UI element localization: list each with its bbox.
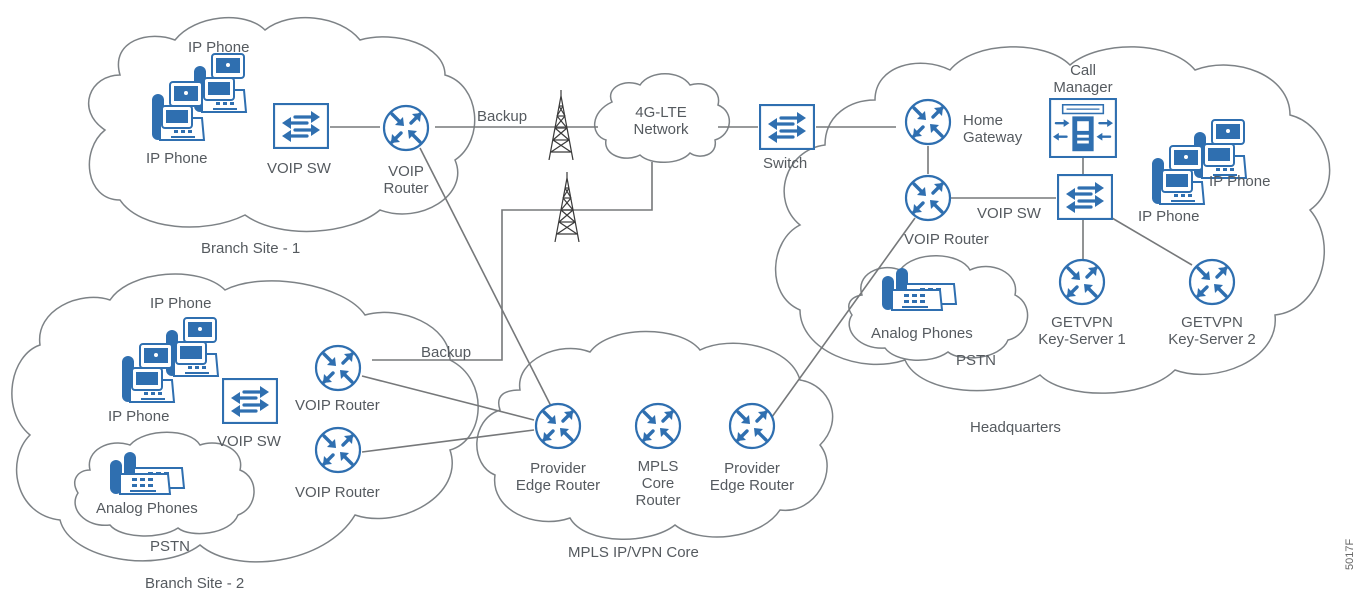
label-line: Core [641, 475, 675, 492]
figure-id: 5017F [1344, 538, 1356, 570]
label-pstn: PSTN [150, 538, 191, 555]
label-line: Provider [530, 460, 586, 477]
label-home-gateway: Home Gateway [963, 112, 1022, 146]
link-b2router2-pe1 [361, 429, 535, 453]
label-line: GETVPN [1051, 314, 1113, 331]
label-ip-phone: IP Phone [1138, 208, 1200, 225]
label-line: Key-Server 1 [1038, 331, 1126, 348]
label-ip-phone: IP Phone [108, 408, 170, 425]
link-lte-b2router-backup [372, 162, 653, 361]
router-icon [1188, 258, 1236, 306]
switch-icon [273, 103, 329, 149]
router-icon [728, 402, 776, 450]
label-line: Key-Server 2 [1168, 331, 1256, 348]
label-call-manager: Call Manager [1046, 62, 1120, 96]
cell-tower-icon [548, 90, 574, 160]
label-line: MPLS [637, 458, 679, 475]
label-line: Call [1070, 62, 1096, 79]
label-voip-router: VOIP Router [370, 163, 442, 197]
label-analog-phones: Analog Phones [871, 325, 973, 342]
label-backup: Backup [421, 344, 472, 361]
label-ip-phone: IP Phone [1209, 173, 1271, 190]
label-line: Manager [1053, 79, 1113, 96]
label-voip-router: VOIP Router [295, 397, 380, 414]
label-getvpn-key-server-1: GETVPN Key-Server 1 [1026, 314, 1138, 348]
link-voipsw-key2 [1111, 217, 1193, 266]
label-switch: Switch [763, 155, 808, 172]
label-voip-router: VOIP Router [295, 484, 380, 501]
label-line: Router [383, 180, 429, 197]
site-label-branch1: Branch Site - 1 [201, 240, 301, 257]
site-label-branch2: Branch Site - 2 [145, 575, 245, 592]
label-voip-sw: VOIP SW [977, 205, 1041, 222]
switch-icon [759, 104, 815, 150]
label-line: Provider [724, 460, 780, 477]
router-icon [634, 402, 682, 450]
label-ip-phone: IP Phone [188, 39, 250, 56]
cell-tower-icon [554, 172, 580, 242]
router-icon [904, 174, 952, 222]
label-getvpn-key-server-2: GETVPN Key-Server 2 [1156, 314, 1268, 348]
cloud-label-mpls-core: MPLS IP/VPN Core [568, 544, 699, 561]
router-icon [1058, 258, 1106, 306]
label-analog-phones: Analog Phones [96, 500, 198, 517]
label-provider-edge-router: Provider Edge Router [704, 460, 800, 494]
site-label-headquarters: Headquarters [970, 419, 1061, 436]
links [330, 126, 1193, 453]
label-line: Router [635, 492, 681, 509]
label-voip-router: VOIP Router [904, 231, 989, 248]
label-mpls-core-router: MPLS Core Router [620, 458, 696, 509]
link-b2router1-pe1 [361, 375, 535, 421]
label-line: Edge Router [515, 477, 601, 494]
label-line: Network [633, 121, 689, 138]
label-pstn: PSTN [956, 352, 997, 369]
link-b1router-pe1 [419, 147, 555, 413]
label-voip-sw: VOIP SW [217, 433, 281, 450]
router-icon [904, 98, 952, 146]
label-voip-sw: VOIP SW [267, 160, 331, 177]
router-icon [382, 104, 430, 152]
router-icon [314, 426, 362, 474]
link-hqrouter-pe2 [763, 217, 916, 429]
switch-icon [1057, 174, 1113, 220]
label-backup: Backup [477, 108, 528, 125]
label-line: Gateway [963, 129, 1023, 146]
label-4g-lte-network: 4G-LTE Network [614, 104, 708, 138]
router-icon [314, 344, 362, 392]
label-ip-phone: IP Phone [146, 150, 208, 167]
label-line: VOIP [388, 163, 424, 180]
call-manager-icon [1048, 98, 1118, 158]
label-provider-edge-router: Provider Edge Router [510, 460, 606, 494]
label-line: 4G-LTE [635, 104, 687, 121]
label-line: GETVPN [1181, 314, 1243, 331]
lte-cloud [594, 73, 730, 163]
switch-icon [222, 378, 278, 424]
label-line: Home [963, 112, 1004, 129]
router-icon [534, 402, 582, 450]
label-ip-phone: IP Phone [150, 295, 212, 312]
label-line: Edge Router [709, 477, 795, 494]
